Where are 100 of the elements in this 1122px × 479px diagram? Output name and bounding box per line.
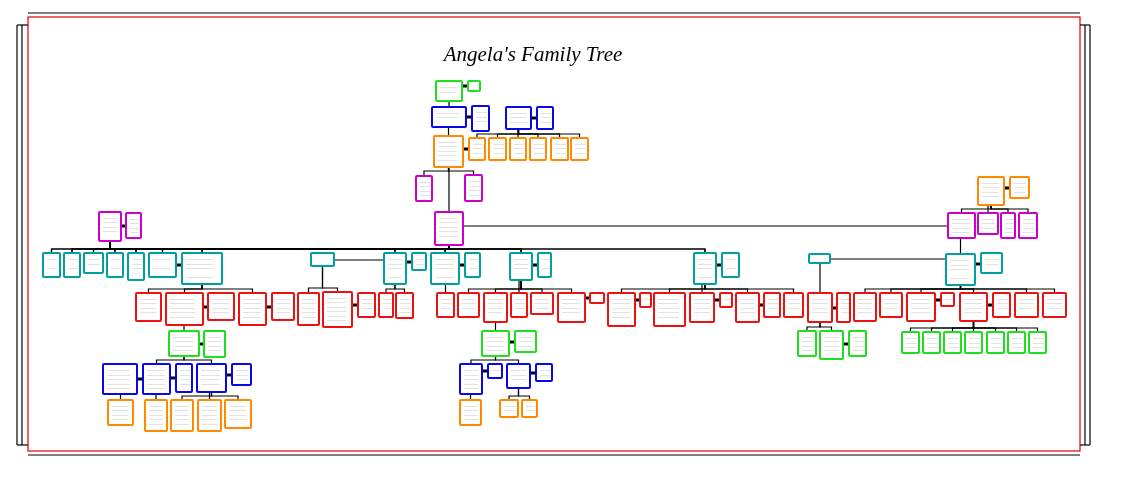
person-box [509, 252, 533, 281]
person-box [853, 292, 877, 322]
person-box [986, 331, 1005, 354]
person-box [550, 137, 569, 161]
person-box [807, 292, 833, 323]
person-box [83, 252, 104, 274]
person-box [977, 176, 1005, 206]
person-box [521, 399, 538, 418]
descent-line [183, 325, 185, 331]
person-box [383, 252, 407, 285]
person-box [197, 399, 222, 432]
person-box [763, 292, 781, 318]
spouse-connector [171, 376, 175, 380]
descent-line [394, 284, 406, 293]
person-box [483, 292, 508, 323]
person-box [1000, 212, 1016, 239]
person-box [271, 292, 295, 321]
descent-line [321, 266, 339, 292]
person-box [464, 174, 483, 202]
person-box [783, 292, 804, 318]
descent-line [181, 392, 213, 400]
person-box [107, 399, 134, 426]
person-box [170, 399, 194, 432]
descent-line [517, 388, 531, 400]
person-box [231, 363, 252, 386]
spouse-connector [1005, 186, 1009, 190]
person-box [922, 331, 941, 354]
spouse-connector [138, 377, 142, 381]
person-box [940, 292, 955, 307]
descent-line [201, 284, 254, 293]
person-box [467, 80, 481, 92]
person-box [693, 252, 717, 285]
person-box [529, 137, 547, 161]
descent-line [819, 263, 821, 293]
person-box [433, 135, 464, 168]
spouse-connector [407, 260, 411, 264]
descent-line [155, 394, 157, 400]
spouse-connector [463, 225, 948, 227]
person-box [879, 292, 903, 318]
person-box [536, 106, 554, 130]
person-box [435, 80, 463, 102]
person-box [471, 105, 490, 132]
spouse-connector [510, 340, 514, 344]
person-box [411, 252, 427, 271]
spouse-connector [760, 303, 763, 307]
person-box [964, 331, 983, 354]
spouse-connector [460, 263, 464, 267]
person-box [481, 330, 510, 357]
person-box [499, 399, 519, 418]
spouse-connector [353, 303, 357, 307]
descent-line [959, 285, 1056, 293]
person-box [1042, 292, 1067, 318]
person-box [168, 330, 200, 357]
person-box [819, 330, 844, 360]
person-box [207, 292, 235, 321]
person-box [980, 252, 1003, 274]
person-box [322, 291, 353, 328]
person-box [689, 292, 715, 323]
person-box [901, 331, 920, 354]
person-box [135, 292, 162, 322]
person-box [203, 330, 226, 358]
person-box [395, 292, 414, 319]
descent-line [704, 284, 795, 293]
spouse-connector [715, 298, 719, 302]
person-box [144, 399, 168, 432]
person-box [505, 106, 532, 130]
person-box [906, 292, 936, 322]
person-box [653, 292, 686, 327]
descent-line [119, 394, 122, 400]
person-box [945, 253, 976, 286]
person-box [947, 212, 976, 239]
spouse-connector [988, 303, 992, 307]
descent-line [470, 356, 497, 364]
spouse-connector [227, 373, 231, 377]
descent-line [447, 167, 475, 175]
spouse-connector [122, 224, 125, 228]
person-box [181, 252, 223, 285]
person-box [42, 252, 61, 278]
descent-line [987, 205, 989, 213]
spouse-connector [936, 298, 940, 302]
person-box [506, 363, 531, 389]
descent-line [972, 321, 1039, 332]
spouse-connector [636, 298, 639, 302]
person-box [487, 363, 503, 379]
descent-line [494, 356, 520, 364]
person-box [719, 292, 733, 308]
person-box [357, 292, 376, 318]
descent-line [448, 245, 706, 253]
person-box [165, 292, 204, 326]
person-box [848, 330, 867, 357]
person-box [735, 292, 760, 323]
spouse-connector [833, 306, 836, 310]
spouse-connector [976, 262, 980, 266]
person-box [106, 252, 124, 278]
descent-line [423, 167, 450, 176]
descent-line [155, 356, 185, 364]
person-box [836, 292, 851, 323]
descent-line [517, 129, 581, 138]
descent-line [183, 356, 213, 364]
descent-line [494, 322, 497, 331]
